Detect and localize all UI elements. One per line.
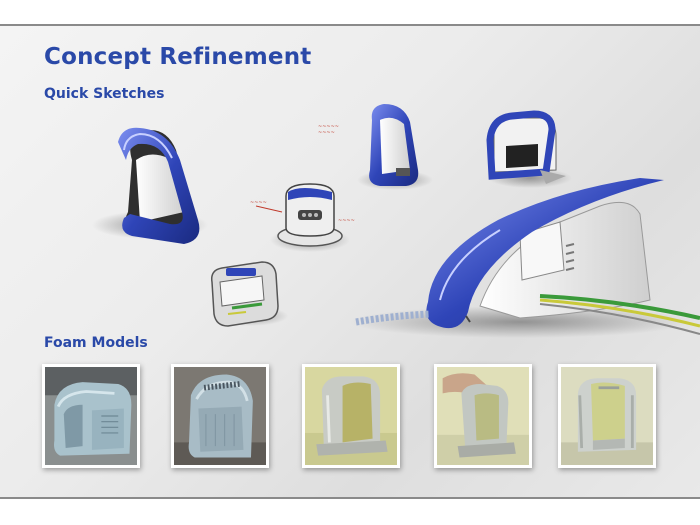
device-sketch-icon [92, 127, 208, 244]
svg-text:~~~~: ~~~~ [318, 130, 335, 136]
device-sketch-icon [210, 261, 288, 327]
foam-model-photo-1 [42, 364, 140, 468]
foam-models-heading: Foam Models [44, 335, 148, 351]
svg-text:~~~~~: ~~~~~ [318, 124, 339, 130]
bottom-divider [0, 497, 700, 499]
foam-model-photo-3 [302, 364, 400, 468]
device-sketch-icon [486, 110, 572, 188]
slide-title: Concept Refinement [44, 44, 312, 70]
svg-text:~~~~: ~~~~ [338, 218, 355, 224]
device-sketch-icon [350, 178, 700, 338]
foam-model-photo-4 [434, 364, 532, 468]
svg-text:~~~~: ~~~~ [250, 200, 267, 206]
foam-model-photo-5 [558, 364, 656, 468]
device-sketch-icon: ~~~~~ ~~~~ [318, 104, 433, 190]
device-sketch-icon: ~~~~ ~~~~ [250, 183, 355, 252]
foam-model-photo-2 [171, 364, 269, 468]
quick-sketches-heading: Quick Sketches [44, 86, 165, 102]
top-divider [0, 24, 700, 26]
